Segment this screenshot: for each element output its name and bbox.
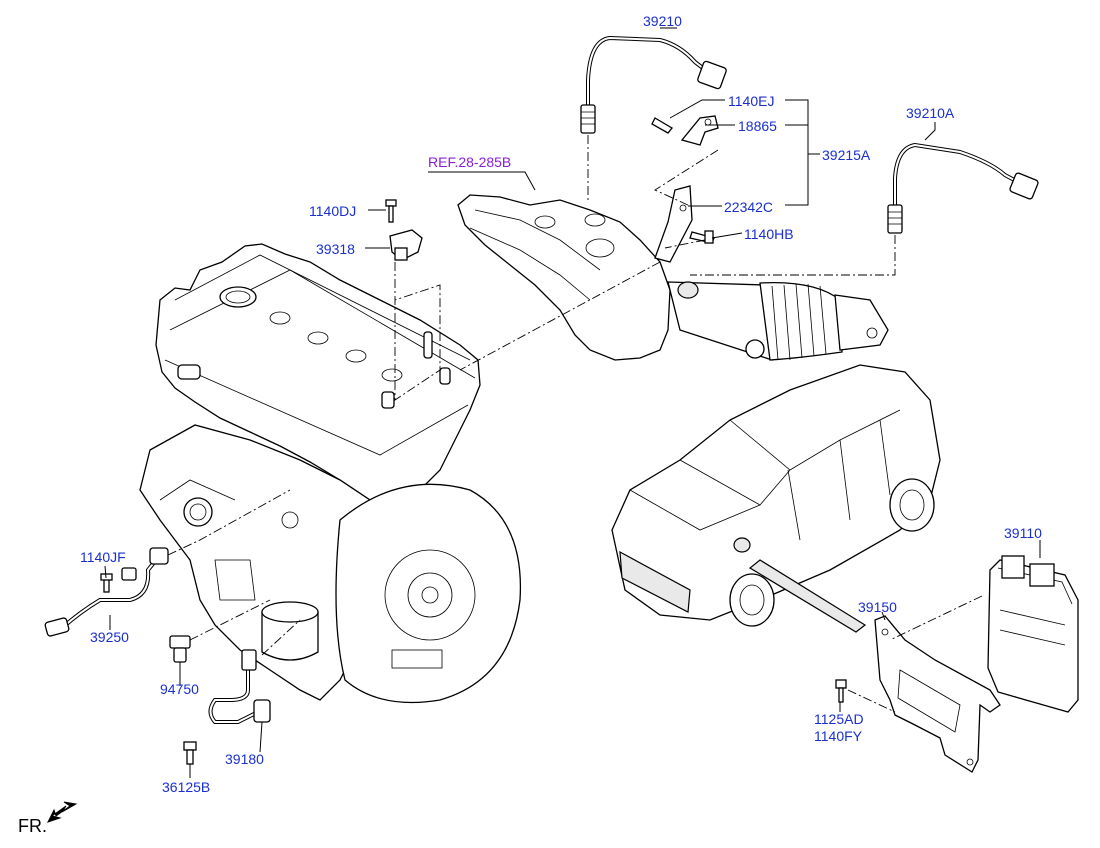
label-94750[interactable]: 94750 bbox=[160, 681, 199, 697]
label-39250[interactable]: 39250 bbox=[90, 629, 129, 645]
bolt-1140DJ[interactable] bbox=[385, 199, 397, 223]
oxygen-sensor-downstream[interactable] bbox=[887, 142, 1039, 234]
ecu-bracket[interactable] bbox=[874, 615, 1001, 773]
label-39318[interactable]: 39318 bbox=[316, 241, 355, 257]
label-1140DJ[interactable]: 1140DJ bbox=[309, 203, 356, 219]
front-label: FR. bbox=[18, 816, 47, 836]
camshaft-position-sensor[interactable] bbox=[44, 547, 169, 637]
bolt-1125AD[interactable] bbox=[835, 679, 847, 703]
engine-control-unit[interactable] bbox=[987, 555, 1079, 713]
label-1140HB[interactable]: 1140HB bbox=[744, 226, 794, 242]
reference-link[interactable]: REF.28-285B bbox=[428, 154, 511, 170]
oxygen-sensor-upstream[interactable] bbox=[580, 35, 727, 134]
label-39210A[interactable]: 39210A bbox=[906, 105, 955, 121]
bolt-1140HB[interactable] bbox=[689, 230, 715, 244]
vehicle-illustration bbox=[611, 364, 941, 633]
exhaust-manifold bbox=[457, 194, 889, 361]
bolt-1140JF[interactable] bbox=[100, 573, 113, 593]
map-sensor[interactable] bbox=[389, 229, 423, 261]
arrow-down-left-icon bbox=[47, 801, 78, 823]
label-1140FY[interactable]: 1140FY bbox=[814, 728, 863, 744]
label-39210[interactable]: 39210 bbox=[643, 13, 682, 29]
bolt-1140EJ[interactable] bbox=[651, 117, 673, 134]
bolt-36125B[interactable] bbox=[183, 741, 197, 765]
label-1140EJ[interactable]: 1140EJ bbox=[728, 93, 774, 109]
crankshaft-position-sensor[interactable] bbox=[208, 649, 271, 724]
part-labels: 39210 1140EJ 18865 39215A 22342C 1140HB … bbox=[80, 13, 1042, 795]
label-1125AD[interactable]: 1125AD bbox=[814, 711, 864, 727]
engine-assembly bbox=[139, 243, 522, 704]
label-39180[interactable]: 39180 bbox=[225, 751, 264, 767]
leader-lines bbox=[104, 27, 1041, 778]
label-39150[interactable]: 39150 bbox=[858, 599, 897, 615]
label-18865[interactable]: 18865 bbox=[738, 118, 777, 134]
label-36125B[interactable]: 36125B bbox=[162, 779, 210, 795]
label-39215A[interactable]: 39215A bbox=[822, 147, 871, 163]
label-1140JF[interactable]: 1140JF bbox=[80, 549, 126, 565]
label-39110[interactable]: 39110 bbox=[1004, 525, 1042, 541]
label-22342C[interactable]: 22342C bbox=[724, 199, 773, 215]
front-direction-indicator: FR. bbox=[18, 801, 78, 836]
sensor-bracket[interactable] bbox=[654, 115, 719, 263]
oil-pressure-switch[interactable] bbox=[169, 635, 191, 663]
